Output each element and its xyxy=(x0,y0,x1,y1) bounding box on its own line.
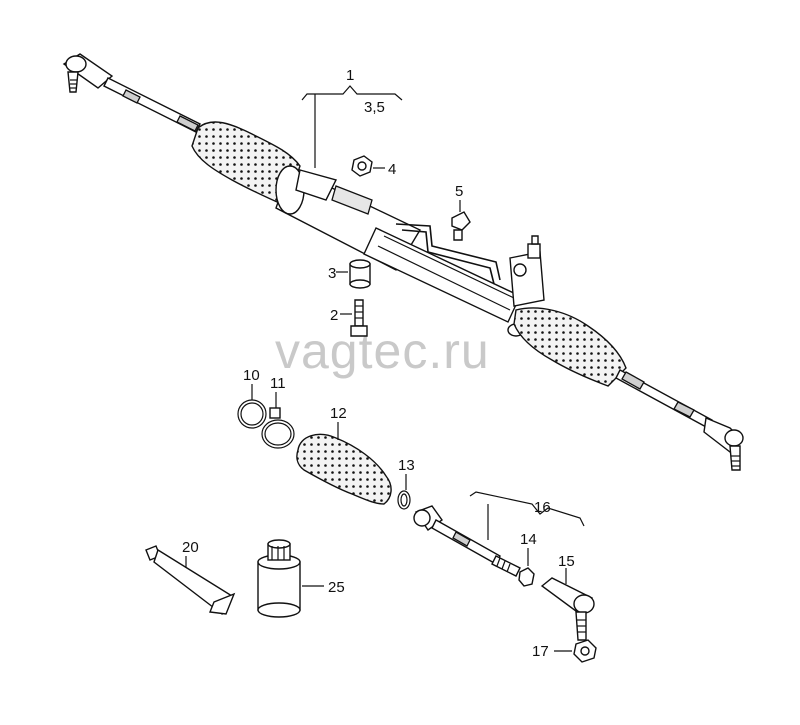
bolt-2 xyxy=(340,299,368,337)
inner-tie-rod xyxy=(413,505,521,577)
nut-14 xyxy=(518,548,535,587)
right-bellows xyxy=(513,307,627,387)
nut-17 xyxy=(554,639,597,663)
tie-rod-end-15 xyxy=(540,568,595,641)
callout-14: 14 xyxy=(520,531,537,548)
callout-20: 20 xyxy=(182,539,199,556)
nut-4 xyxy=(351,155,385,177)
callout-11: 11 xyxy=(270,375,286,392)
callout-3: 3 xyxy=(328,265,336,282)
fluid-container-25 xyxy=(257,539,324,618)
left-tie-rod-end xyxy=(62,53,114,93)
callout-16: 16 xyxy=(534,499,551,516)
right-tie-rod xyxy=(615,369,713,429)
callout-1-bracket xyxy=(301,85,403,168)
bushing-3 xyxy=(336,259,371,289)
callout-10: 10 xyxy=(243,367,260,384)
boot-12 xyxy=(296,433,392,505)
o-ring-10 xyxy=(237,384,267,429)
steering-rack-assembly xyxy=(62,53,744,471)
callout-13: 13 xyxy=(398,457,415,474)
callout-5: 5 xyxy=(455,183,463,200)
callout-25: 25 xyxy=(328,579,345,596)
clamp-11 xyxy=(261,392,295,449)
ring-13 xyxy=(397,474,411,510)
watermark: vagtec.ru xyxy=(275,323,490,379)
callout-1-quantity: 3,5 xyxy=(364,99,385,116)
callout-4: 4 xyxy=(388,161,396,178)
clip-5 xyxy=(451,200,471,241)
steering-valve xyxy=(507,235,545,337)
rack-housing xyxy=(275,165,521,323)
callout-16-bracket xyxy=(469,491,585,527)
callout-12: 12 xyxy=(330,405,347,422)
callout-1: 1 xyxy=(346,67,354,84)
grease-tube-20 xyxy=(145,545,236,616)
callout-17: 17 xyxy=(532,643,549,660)
callout-2: 2 xyxy=(330,307,338,324)
left-tie-rod xyxy=(103,77,201,133)
right-tie-rod-end xyxy=(703,417,744,471)
callout-15: 15 xyxy=(558,553,575,570)
